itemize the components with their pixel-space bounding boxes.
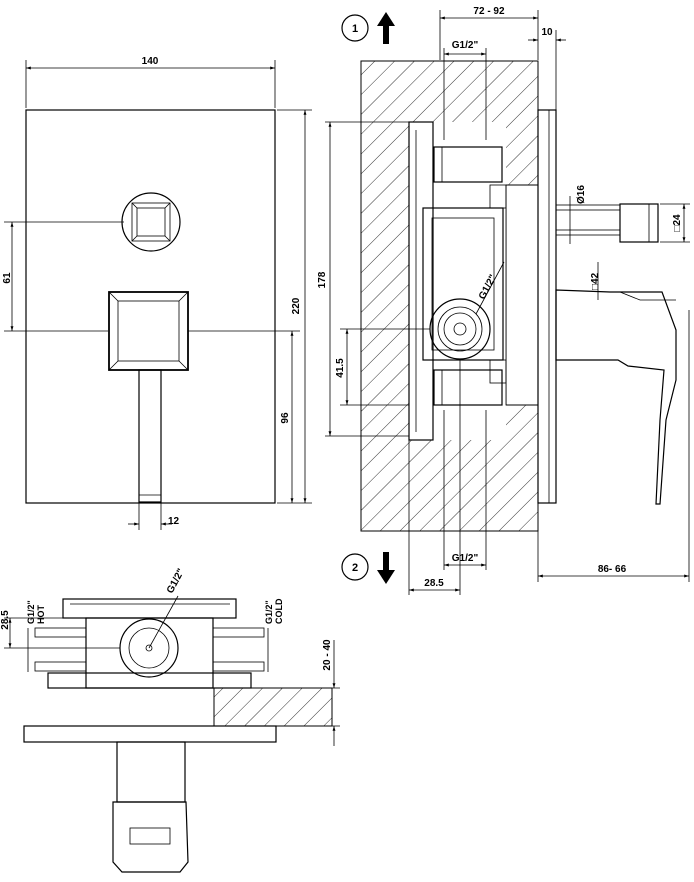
- body-square-label: □42: [590, 272, 601, 290]
- top-thread-center-label: G1/2": [165, 567, 187, 596]
- spout-diameter-label: Ø16: [576, 185, 587, 204]
- diverter-cap: [619, 203, 659, 243]
- front-view: 140 220 61 96 12: [2, 56, 312, 530]
- dim-thickness-label: 10: [541, 27, 553, 38]
- outlet-1-number: 1: [352, 23, 358, 35]
- cold-thread-label: G1/2": [264, 600, 274, 624]
- dim-lower-label: 96: [280, 412, 291, 424]
- thread-bottom-label: G1/2": [452, 553, 479, 564]
- box-flange: [408, 121, 434, 441]
- front-plate: [25, 109, 276, 504]
- side-view: 72 - 92 10 G1/2" G1/2" G1/2" 178 41.5: [317, 6, 690, 595]
- top-view: G1/2" G1/2" HOT G1/2" COLD 28.5 20 - 40: [0, 567, 340, 873]
- dim-height-label: 220: [291, 297, 302, 314]
- spout-square-label: □24: [672, 214, 683, 232]
- bottom-connection: [433, 369, 503, 406]
- hot-thread-label: G1/2": [26, 600, 36, 624]
- arrow-up-icon: [377, 12, 395, 44]
- dim-lever-label: 12: [168, 516, 180, 527]
- dim-width-label: 140: [142, 56, 159, 67]
- mixer-side: [555, 289, 677, 505]
- mixer-body: [108, 291, 189, 371]
- box-body: [422, 207, 504, 361]
- cover-plate-edge: [537, 109, 557, 504]
- arrow-down-icon: [377, 552, 395, 584]
- outlet-2-marker: [341, 553, 369, 581]
- outlet-2-number: 2: [352, 562, 358, 574]
- top-connection: [433, 146, 503, 183]
- diverter-stem: [555, 204, 621, 236]
- top-lever-stem: [116, 741, 186, 803]
- top-lever-handle: [112, 801, 189, 873]
- hot-label: HOT: [36, 605, 46, 625]
- dim-depth-range-label: 72 - 92: [473, 6, 505, 17]
- top-offset-label: 28.5: [0, 610, 11, 630]
- dim-offset-label: 61: [2, 272, 13, 284]
- dim-center-label: 41.5: [335, 358, 346, 378]
- outlet-1-marker: [341, 14, 369, 42]
- dim-bottom-offset-label: 28.5: [424, 578, 444, 589]
- cold-label: COLD: [274, 598, 284, 624]
- top-wall-section: [213, 687, 333, 727]
- dim-box-height-label: 178: [317, 271, 328, 288]
- dim-projection-label: 86- 66: [598, 564, 627, 575]
- front-lever: [138, 369, 162, 503]
- top-flange: [62, 598, 237, 619]
- thread-top-label: G1/2": [452, 40, 479, 51]
- wall-range-label: 20 - 40: [322, 639, 333, 671]
- diverter-knob: [121, 192, 181, 252]
- top-cover-plate: [23, 725, 277, 743]
